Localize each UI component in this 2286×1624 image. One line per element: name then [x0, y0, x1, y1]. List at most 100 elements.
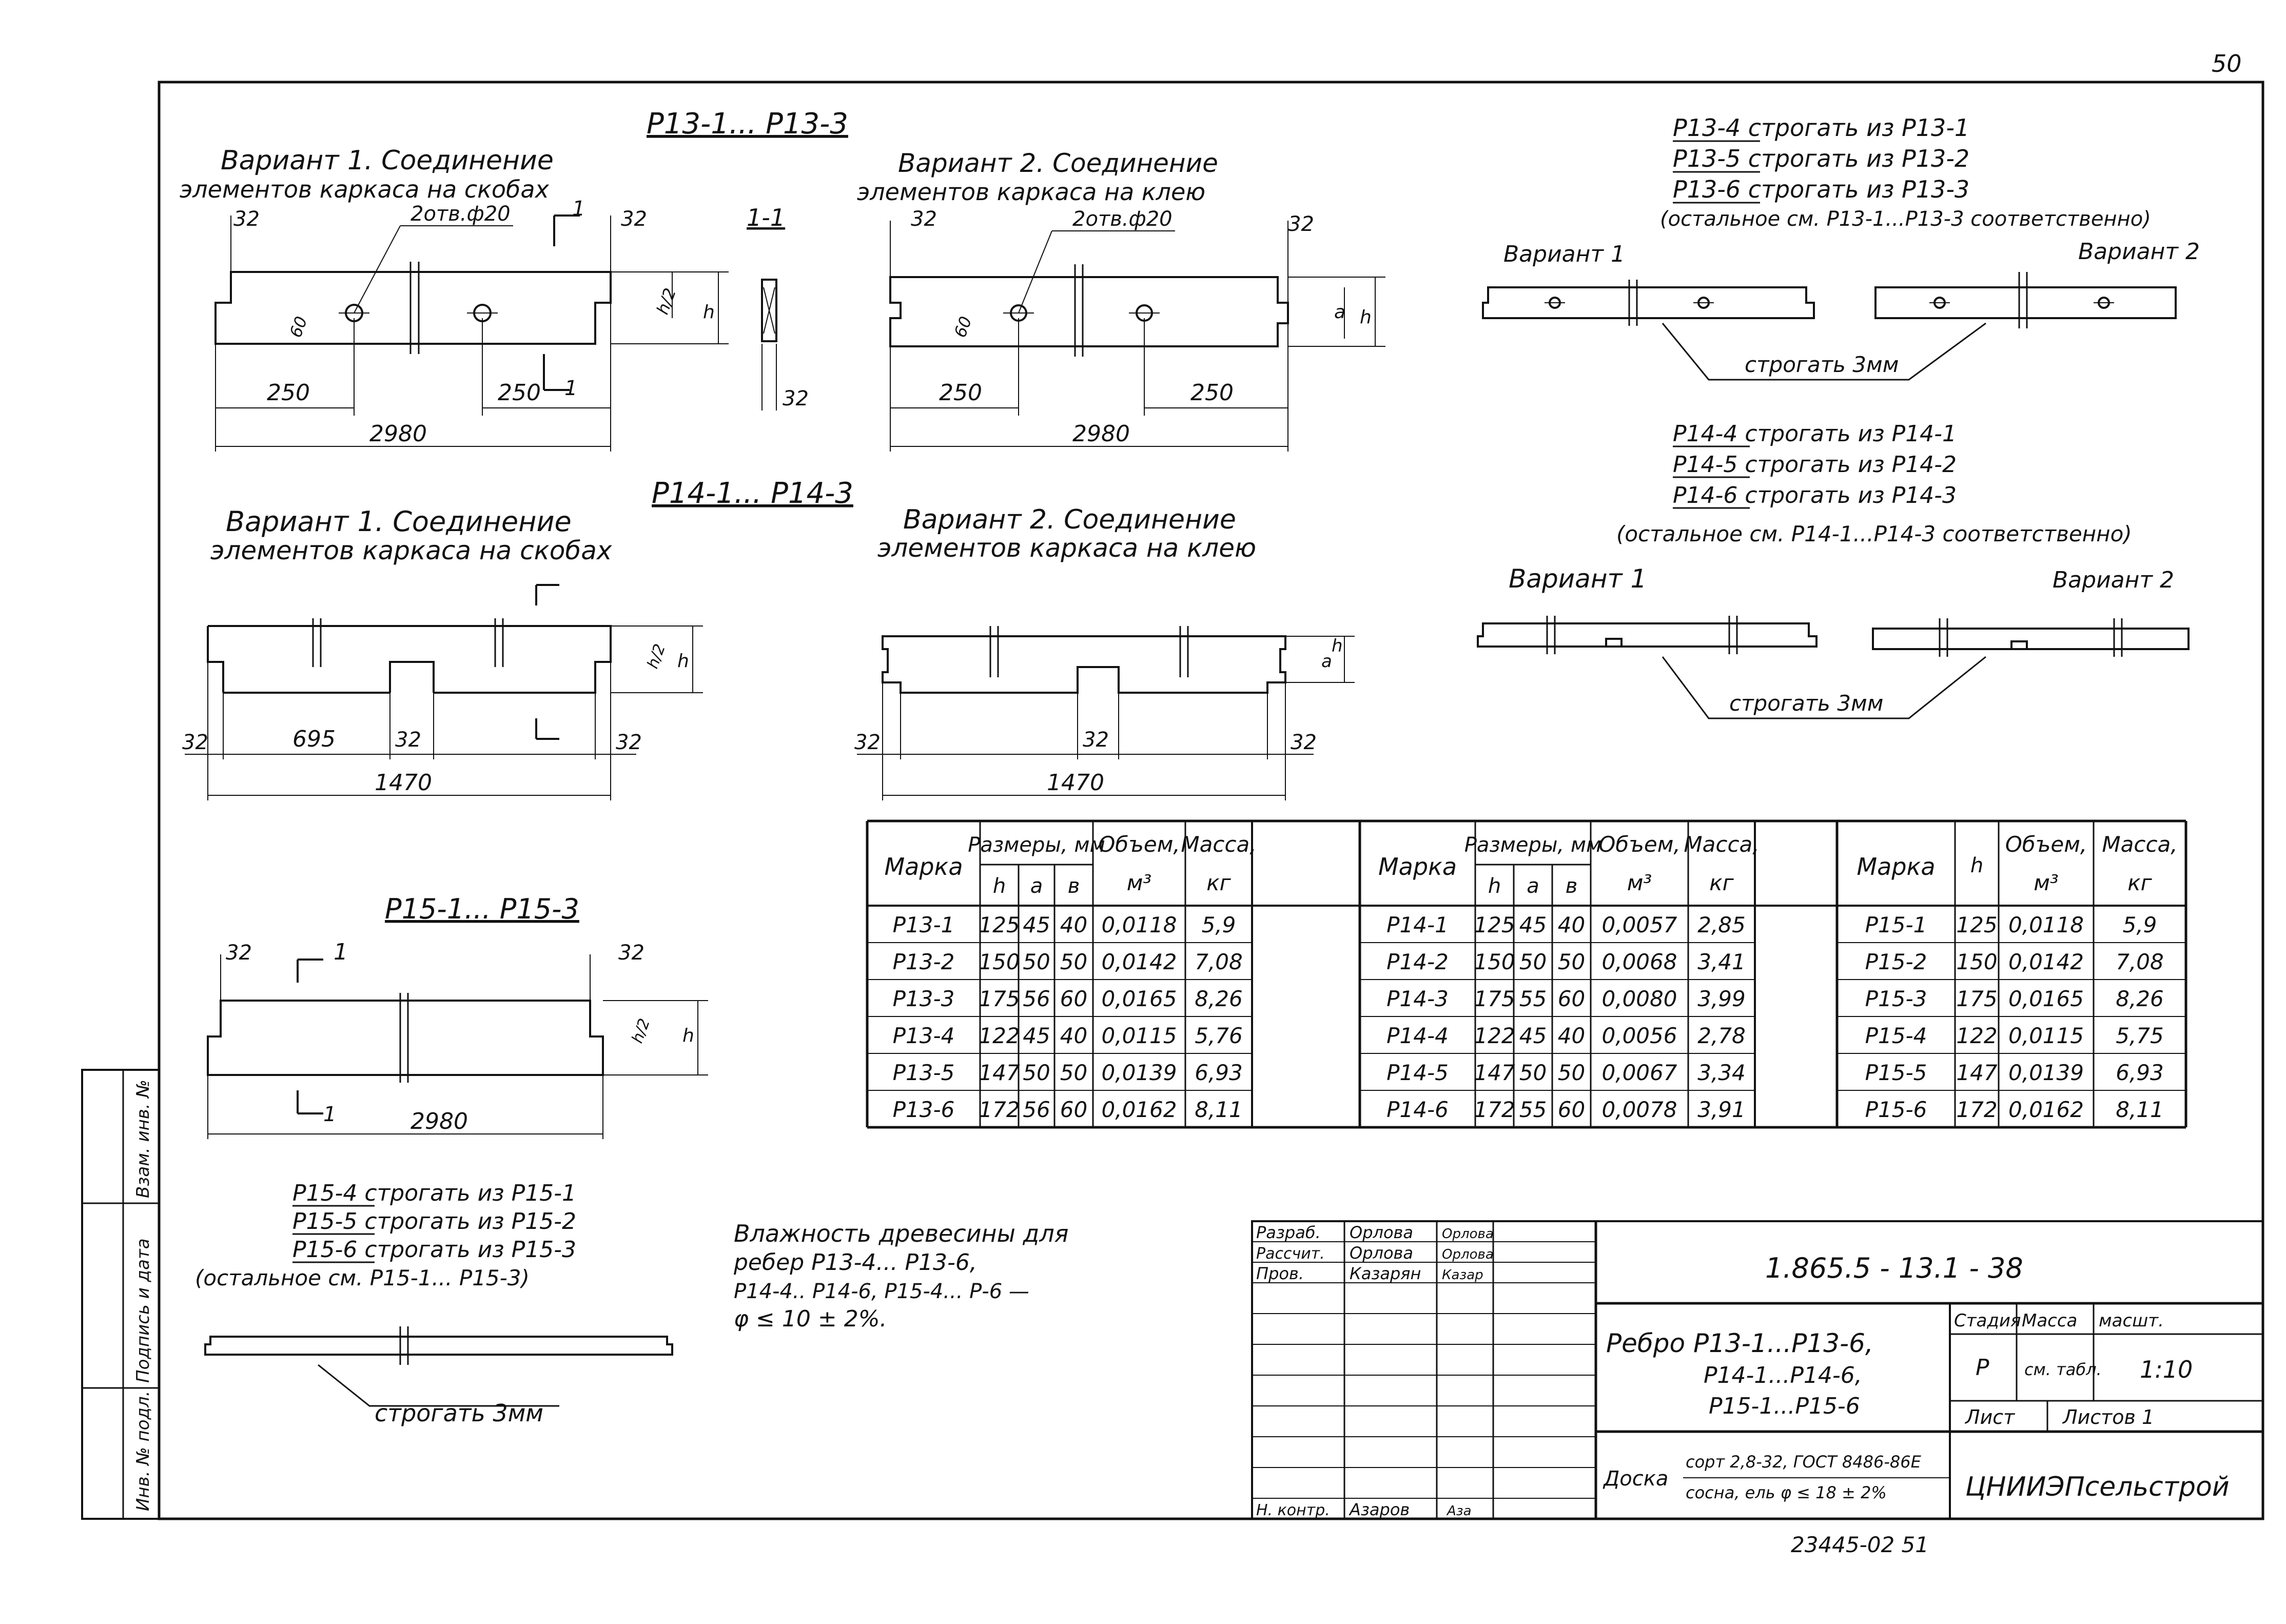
stamp-material-2: сосна, ель φ ≤ 18 ± 2%: [1686, 1483, 1887, 1502]
side-label-inventory: Инв. № подл.: [133, 1391, 153, 1511]
table-header-sizes: Размеры, мм: [968, 833, 1105, 857]
table-cell: Р15-6: [1865, 1097, 1927, 1122]
table-cell: 45: [1023, 912, 1050, 937]
p13-note-remark: (остальное см. Р13-1...Р13-3 соответстве…: [1660, 207, 2151, 231]
p15-note-3: Р15-6 строгать из Р15-3: [292, 1237, 576, 1263]
title-block-grid: [1251, 1220, 2264, 1520]
table-cell: 0,0142: [1102, 949, 1177, 974]
table-header-sizes: Размеры, мм: [1464, 833, 1601, 857]
table-cell: 122: [1474, 1023, 1515, 1048]
table-cell: 0,0139: [1102, 1060, 1177, 1085]
footer-code: 23445-02 51: [1791, 1532, 1929, 1557]
p14-v2-dim-32-mid: 32: [1083, 728, 1109, 752]
p13-note-3: Р13-6 строгать из Р13-3: [1673, 175, 1969, 203]
p13-note-underlines: [1673, 140, 1760, 204]
stamp-role-normcontrol: Н. контр.: [1256, 1501, 1330, 1519]
table-header-mass: Масса,: [1684, 832, 1759, 857]
table-header-marka: Марка: [1378, 853, 1457, 881]
table-cell: 50: [1060, 949, 1087, 974]
table-cell: 150: [979, 949, 1020, 974]
p14-v1-dim-h2: h/2: [644, 641, 669, 671]
table-cell: 172: [1956, 1097, 1997, 1122]
p15-section-mark-top: 1: [334, 939, 348, 965]
table-cell: 0,0165: [1102, 986, 1177, 1011]
table-cell: 0,0115: [1102, 1023, 1177, 1048]
p13-note-sketches: [1482, 272, 2177, 381]
stamp-sheet-header: Лист: [1964, 1406, 2016, 1429]
p14-v2-dim-h: h: [1332, 636, 1343, 656]
sheet-frame: [81, 81, 2264, 1520]
table-cell: 50: [1060, 1060, 1087, 1085]
table-cell: 5,9: [2123, 912, 2157, 937]
p14-v1-title-2: элементов каркаса на скобах: [210, 536, 612, 565]
p13-v1-dim-2980: 2980: [369, 421, 427, 447]
stamp-organization: ЦНИИЭПсельстрой: [1965, 1472, 2230, 1502]
table-cell: 3,41: [1697, 949, 1746, 974]
p14-note-variant1: Вариант 1: [1509, 564, 1647, 594]
table-cell: 147: [1956, 1060, 1997, 1085]
table-header-volume-unit: м³: [1627, 870, 1652, 895]
table-cell: 0,0139: [2008, 1060, 2084, 1085]
table-cell: 45: [1519, 1023, 1547, 1048]
p14-v2-dim-1470: 1470: [1047, 770, 1104, 796]
table-cell: 40: [1060, 1023, 1087, 1048]
page-number: 50: [2212, 50, 2242, 77]
p13-v1-dim-60: 60: [286, 314, 311, 340]
p14-group-title: Р14-1... Р14-3: [652, 477, 853, 510]
p15-note-sketch: [204, 1326, 673, 1407]
p15-drawing: [207, 954, 708, 1139]
table-cell: Р14-5: [1386, 1060, 1449, 1085]
table-cell: 0,0115: [2008, 1023, 2084, 1048]
p13-v2-dim-2980: 2980: [1072, 421, 1130, 447]
table-cell: 5,75: [2116, 1023, 2164, 1048]
table-header-a: a: [1527, 874, 1539, 898]
stamp-title-1: Ребро Р13-1...Р13-6,: [1606, 1328, 1873, 1358]
stamp-name-checker: Казарян: [1350, 1264, 1421, 1283]
table-cell: 8,11: [2116, 1097, 2164, 1122]
p13-section-drawing: [761, 279, 777, 410]
table-cell: 3,99: [1697, 986, 1746, 1011]
p13-v1-dim-250-left: 250: [267, 380, 310, 406]
moisture-note-2: ребер Р13-4... Р13-6,: [733, 1249, 977, 1276]
p13-v2-dim-60: 60: [950, 314, 976, 340]
table-cell: 0,0165: [2008, 986, 2084, 1011]
p13-v2-title-2: элементов каркаса на клею: [857, 178, 1205, 206]
p14-variant1-drawing: [185, 584, 703, 800]
table-header-volume-unit: м³: [2034, 870, 2059, 895]
p14-note-3: Р14-6 строгать из Р14-3: [1673, 482, 1957, 508]
p15-note-1: Р15-4 строгать из Р15-1: [292, 1180, 576, 1206]
moisture-note-1: Влажность древесины для: [734, 1220, 1068, 1247]
p15-section-mark-bottom: 1: [323, 1103, 336, 1126]
table-header-marka: Марка: [1857, 853, 1935, 881]
stamp-signature-developer: Орлова: [1442, 1226, 1494, 1242]
table-cell: Р13-3: [893, 986, 955, 1011]
p15-note-remark: (остальное см. Р15-1... Р15-3): [195, 1265, 530, 1290]
table-cell: 50: [1023, 1060, 1050, 1085]
p15-note-2: Р15-5 строгать из Р15-2: [292, 1208, 576, 1235]
table-cell: 7,08: [1195, 949, 1243, 974]
table-cell: 147: [979, 1060, 1020, 1085]
table-header-mass-unit: кг: [1206, 870, 1231, 895]
table-cell: Р14-2: [1386, 949, 1449, 974]
table-header-h: h: [1488, 874, 1501, 898]
table-cell: 122: [1956, 1023, 1997, 1048]
table-cell: 0,0118: [2008, 912, 2084, 937]
p13-v1-section-mark-top: 1: [572, 197, 585, 221]
p13-v1-dim-32-right: 32: [621, 207, 647, 231]
table-cell: Р14-1: [1386, 912, 1449, 937]
p15-note-underlines: [292, 1205, 375, 1263]
stamp-signature-checker: Казар: [1442, 1267, 1483, 1283]
table-cell: Р14-4: [1386, 1023, 1449, 1048]
table-cell: 125: [1474, 912, 1515, 937]
stamp-mass-value: см. табл.: [2024, 1360, 2102, 1379]
p13-variant1-drawing: [214, 214, 729, 452]
table-cell: 50: [1558, 949, 1585, 974]
table-cell: 5,9: [1202, 912, 1236, 937]
table-header-mass-unit: кг: [2127, 870, 2152, 895]
moisture-note-3: Р14-4.. Р14-6, Р15-4... Р-6 —: [734, 1280, 1029, 1303]
stamp-title-3: Р15-1...Р15-6: [1709, 1393, 1860, 1419]
table-cell: 56: [1023, 1097, 1050, 1122]
p14-v1-dim-32-mid: 32: [395, 728, 421, 752]
stamp-stage-value: Р: [1976, 1355, 1989, 1381]
